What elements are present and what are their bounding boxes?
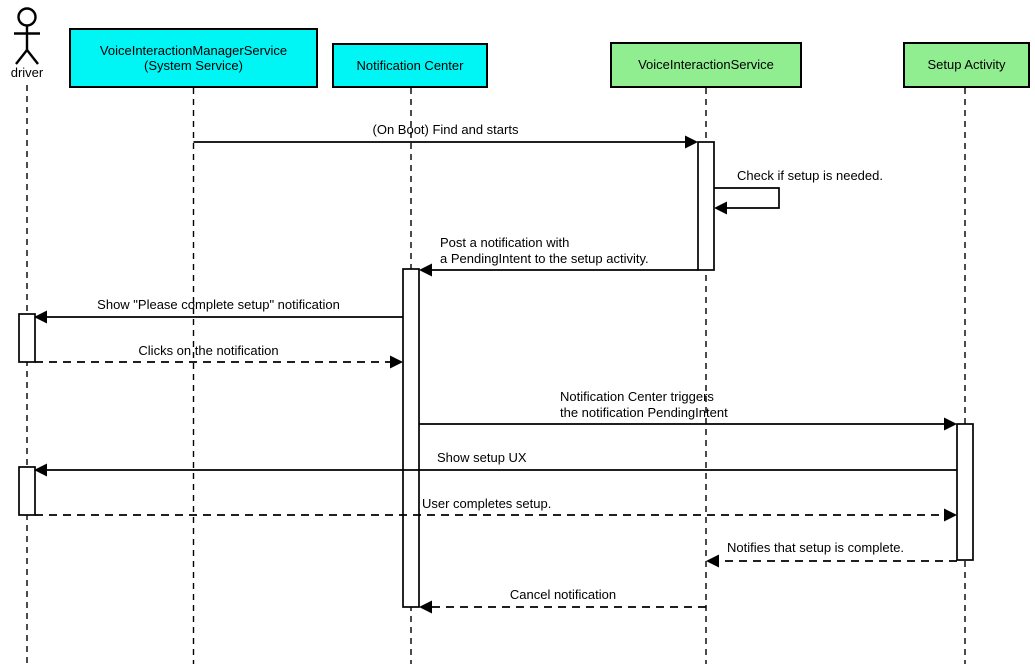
message-label-post-a-notification: Post a notification with a PendingIntent…: [440, 235, 649, 266]
message-label-notification-center-triggers: Notification Center triggers the notific…: [560, 389, 728, 420]
message-label-show-setup-ux: Show setup UX: [437, 450, 527, 465]
message-label-notifies-setup-complete: Notifies that setup is complete.: [727, 540, 905, 555]
message-label-cancel-notification: Cancel notification: [509, 587, 617, 602]
activation-driver-2: [18, 466, 36, 516]
participant-setup-activity: Setup Activity: [903, 42, 1030, 88]
activation-voice-interaction-service: [697, 141, 715, 271]
participant-label: Setup Activity: [927, 57, 1006, 73]
actor-label: driver: [10, 65, 44, 80]
message-label-check-if-setup-is-needed: Check if setup is needed.: [737, 168, 883, 183]
activation-driver-1: [18, 313, 36, 363]
activation-notification-center: [402, 268, 420, 608]
participant-notification-center: Notification Center: [332, 43, 488, 88]
participant-voice-interaction-service: VoiceInteractionService: [610, 42, 802, 88]
arrowhead-show-setup-ux: [34, 463, 47, 477]
participant-label: VoiceInteractionService: [638, 57, 774, 73]
arrowhead-cancel-notification: [419, 600, 432, 614]
arrowhead-post-a-notification: [419, 263, 432, 277]
arrowhead-notifies-setup-complete: [706, 554, 719, 568]
participant-label: VoiceInteractionManagerService (System S…: [99, 42, 288, 74]
arrowhead-show-please-complete-setup: [34, 310, 47, 324]
activation-setup-activity: [956, 423, 974, 561]
arrowhead-notification-center-triggers: [944, 417, 957, 431]
message-label-clicks-on-the-notification: Clicks on the notification: [138, 343, 279, 358]
message-label-show-please-complete-setup: Show "Please complete setup" notificatio…: [97, 297, 340, 312]
arrowhead-on-boot-find-and-starts: [685, 135, 698, 149]
participant-label: Notification Center: [356, 57, 464, 73]
message-label-user-completes-setup: User completes setup.: [422, 496, 552, 511]
arrowhead-check-if-setup-is-needed: [714, 201, 727, 215]
arrowhead-clicks-on-the-notification: [390, 355, 403, 369]
message-line-check-if-setup-is-needed: [714, 187, 780, 209]
message-label-on-boot-find-and-starts: (On Boot) Find and starts: [372, 122, 519, 137]
arrowhead-user-completes-setup: [944, 508, 957, 522]
actor-icon: [14, 7, 40, 65]
participant-voice-interaction-manager-service: VoiceInteractionManagerService (System S…: [69, 28, 318, 88]
